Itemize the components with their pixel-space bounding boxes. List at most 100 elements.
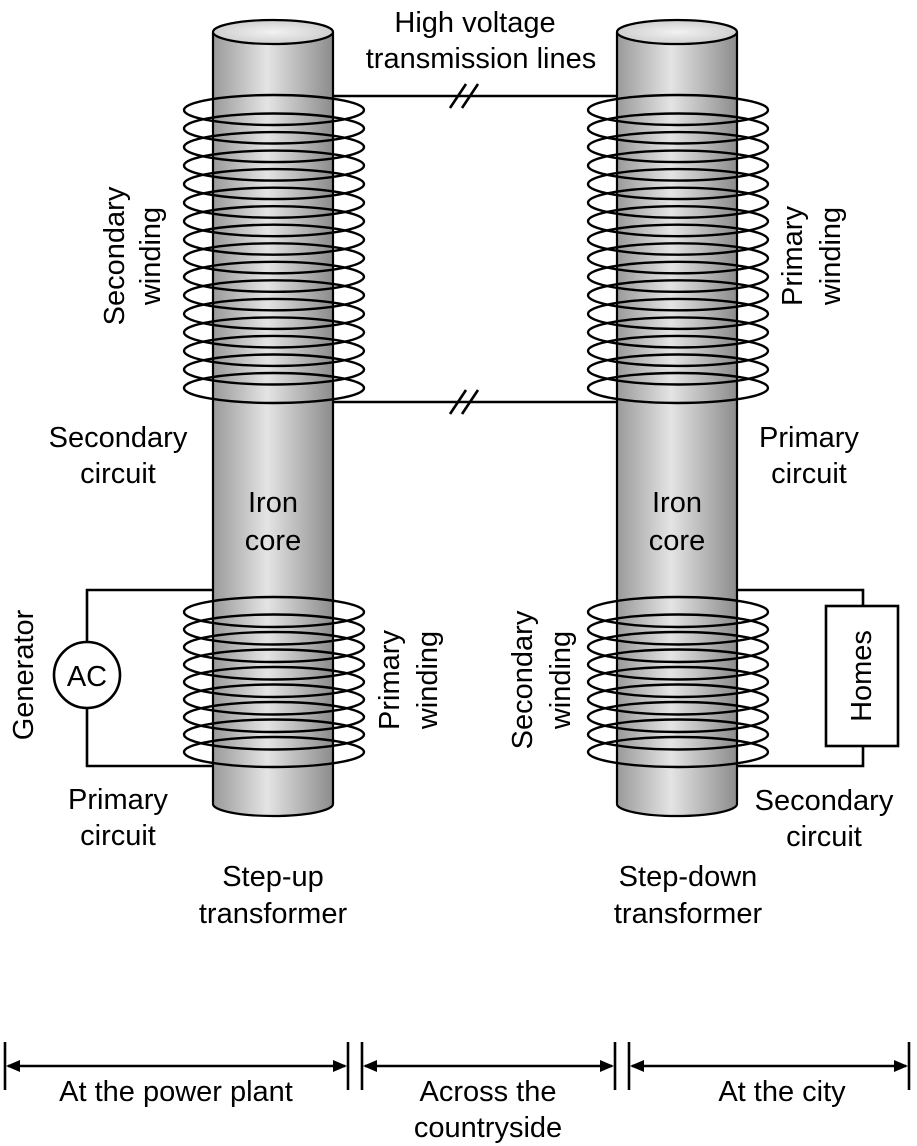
coil-turn xyxy=(586,260,770,293)
coil-turn xyxy=(182,112,366,145)
svg-text:core: core xyxy=(649,525,705,557)
step-down-primary-winding-label: Primary winding xyxy=(777,206,847,307)
region-city-label: At the city xyxy=(718,1076,846,1108)
svg-text:winding: winding xyxy=(412,631,444,730)
coil-turn xyxy=(182,149,366,182)
coil-turn xyxy=(182,242,366,275)
region-countryside-label-1: Across the xyxy=(420,1076,557,1108)
svg-text:core: core xyxy=(245,525,301,557)
coil-turn xyxy=(586,223,770,256)
coil-turn xyxy=(586,204,770,238)
svg-text:Iron: Iron xyxy=(248,487,298,519)
coil-turn xyxy=(586,630,770,664)
coil-turn xyxy=(182,613,366,646)
step-down-primary-circuit-label: Primary circuit xyxy=(759,422,859,490)
coil-turn xyxy=(586,167,770,201)
coil-turn xyxy=(182,700,366,734)
region-city-arrow xyxy=(627,1042,911,1090)
svg-text:transformer: transformer xyxy=(199,898,348,930)
step-down-secondary-coil xyxy=(586,595,770,769)
step-up-primary-winding-label: Primary winding xyxy=(374,630,444,731)
region-countryside-label-2: countryside xyxy=(414,1112,562,1144)
svg-text:winding: winding xyxy=(135,207,167,306)
coil-turn xyxy=(182,665,366,699)
homes-box xyxy=(824,604,900,748)
step-up-primary-coil xyxy=(182,595,366,769)
coil-turn xyxy=(586,149,770,182)
svg-text:Primary: Primary xyxy=(374,630,406,730)
coil-turn xyxy=(586,648,770,681)
svg-text:Primary: Primary xyxy=(68,784,168,816)
coil-turn xyxy=(586,665,770,699)
coil-turn xyxy=(182,279,366,312)
coil-turn xyxy=(182,186,366,219)
step-up-secondary-winding-label: Secondary winding xyxy=(99,186,167,325)
svg-text:High voltage: High voltage xyxy=(394,7,555,39)
svg-text:Step-up: Step-up xyxy=(222,861,324,893)
homes-label: Homes xyxy=(846,630,878,722)
coil-turn xyxy=(182,735,366,769)
svg-text:circuit: circuit xyxy=(80,458,156,490)
coil-turn xyxy=(586,279,770,312)
svg-text:winding: winding xyxy=(545,631,577,730)
svg-text:Secondary: Secondary xyxy=(507,610,539,749)
svg-text:Secondary: Secondary xyxy=(755,785,894,817)
coil-turn xyxy=(586,186,770,219)
coil-turn xyxy=(182,334,366,368)
coil-turn xyxy=(182,130,366,164)
svg-text:transformer: transformer xyxy=(614,898,763,930)
svg-text:Step-down: Step-down xyxy=(619,861,758,893)
coil-turn xyxy=(586,93,770,127)
coil-turn xyxy=(586,130,770,164)
title-label: High voltage transmission lines xyxy=(366,7,596,75)
coil-turn xyxy=(182,93,366,127)
step-down-caption: Step-down transformer xyxy=(614,861,763,930)
coil-turn xyxy=(182,167,366,201)
coil-turn xyxy=(586,112,770,145)
coil-turn xyxy=(586,316,770,349)
generator-circuit: AC xyxy=(52,588,213,768)
coil-turn xyxy=(586,718,770,751)
step-down-secondary-winding-label: Secondary winding xyxy=(507,610,577,749)
step-up-primary-circuit-label: Primary circuit xyxy=(68,784,168,852)
step-up-secondary-coil xyxy=(182,93,366,405)
transmission-lines xyxy=(333,83,617,415)
region-countryside-arrow xyxy=(360,1042,617,1090)
break-mark-bottom xyxy=(448,389,480,415)
svg-text:winding: winding xyxy=(815,207,847,306)
coil-turn xyxy=(586,595,770,629)
step-down-primary-coil xyxy=(586,93,770,405)
coil-turn xyxy=(182,260,366,293)
svg-text:Secondary: Secondary xyxy=(49,422,188,454)
homes-circuit: Homes xyxy=(737,588,900,768)
coil-turn xyxy=(586,683,770,716)
coil-turn xyxy=(586,700,770,734)
coil-turn xyxy=(182,718,366,751)
coil-turn xyxy=(182,371,366,405)
svg-text:Primary: Primary xyxy=(777,206,809,306)
svg-text:circuit: circuit xyxy=(786,821,862,853)
coil-turn xyxy=(586,353,770,386)
coil-turn xyxy=(182,595,366,629)
region-plant-arrow xyxy=(3,1042,350,1090)
svg-text:Secondary: Secondary xyxy=(99,186,131,325)
step-up-caption: Step-up transformer xyxy=(199,861,348,930)
coil-turn xyxy=(182,316,366,349)
coil-turn xyxy=(182,683,366,716)
generator-label: Generator xyxy=(8,609,40,740)
region-plant-label: At the power plant xyxy=(59,1076,293,1108)
ac-label: AC xyxy=(67,661,107,693)
coil-turn xyxy=(182,353,366,386)
coil-turn xyxy=(586,735,770,769)
break-mark-top xyxy=(448,83,480,109)
coil-turn xyxy=(182,648,366,681)
step-down-secondary-circuit-label: Secondary circuit xyxy=(755,785,894,853)
step-up-secondary-circuit-label: Secondary circuit xyxy=(49,422,188,490)
svg-text:transmission lines: transmission lines xyxy=(366,43,596,75)
coil-turn xyxy=(586,371,770,405)
region-scale: At the power plant Across the countrysid… xyxy=(3,1042,911,1144)
coil-turn xyxy=(586,334,770,368)
svg-text:circuit: circuit xyxy=(80,820,156,852)
coil-turn xyxy=(586,297,770,331)
